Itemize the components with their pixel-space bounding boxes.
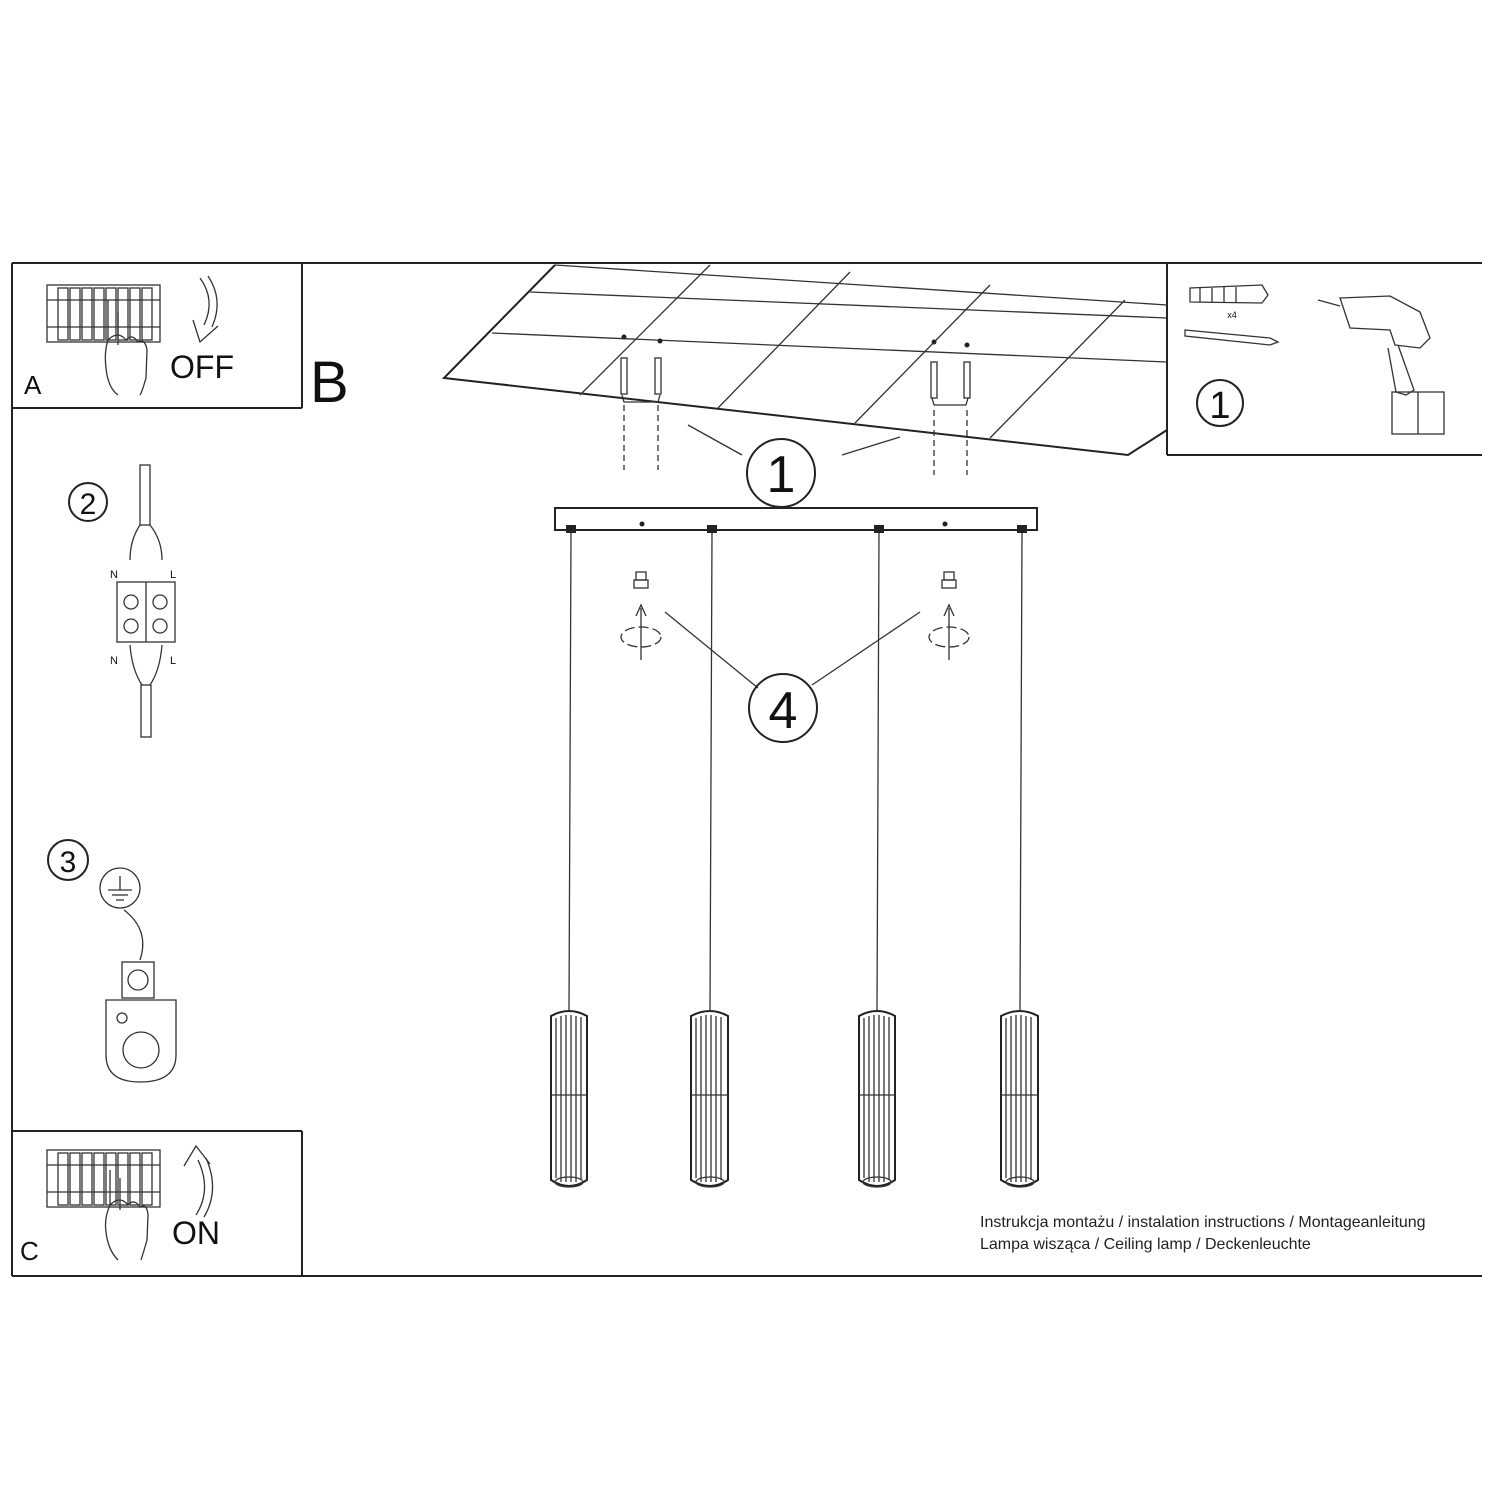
panel-c: ON C [20, 1144, 220, 1266]
caption-title: Instrukcja montażu / instalation instruc… [980, 1214, 1426, 1231]
ground-clamp-icon [105, 961, 177, 1083]
panel-c-letter: C [20, 1236, 39, 1266]
ground-symbol-icon [99, 867, 141, 909]
step-2-number: 2 [80, 488, 97, 521]
wire-neutral-bottom: N [110, 655, 118, 667]
step-1-number: 1 [767, 446, 796, 504]
pendant-lamp [550, 525, 588, 1188]
hand-icon [104, 300, 148, 396]
anchor-quantity: x4 [1227, 310, 1237, 320]
caption-subtitle: Lampa wisząca / Ceiling lamp / Deckenleu… [980, 1236, 1311, 1253]
step-1-tools-number: 1 [1209, 385, 1230, 427]
step-2-wiring: 2 N L N L [68, 464, 176, 738]
pendant-lamp [690, 525, 729, 1188]
switch-down-arrow-icon [192, 275, 219, 344]
frame [11, 262, 1482, 1277]
switch-up-arrow-icon [183, 1144, 214, 1218]
wall-anchor-icon [1189, 284, 1269, 304]
breaker-panel-icon [46, 284, 161, 343]
panel-b-letter: B [310, 350, 349, 415]
screw-icon [1184, 329, 1280, 346]
pendant-lamp [1000, 525, 1039, 1188]
drill-icon [1317, 295, 1445, 435]
panel-a-action-label: OFF [170, 349, 234, 385]
wire-live-bottom: L [170, 655, 176, 667]
pendant-lamps [550, 525, 1039, 1188]
step-3-number: 3 [60, 846, 77, 879]
panel-c-action-label: ON [172, 1215, 220, 1251]
hand-icon-on [104, 1170, 149, 1261]
tools-box: x4 1 [1184, 284, 1445, 435]
step-4-callout: 4 [664, 611, 921, 743]
panel-a-letter: A [24, 370, 42, 400]
terminal-block-icon [116, 581, 176, 643]
step-4-number: 4 [769, 682, 798, 740]
wire-neutral-top: N [110, 569, 118, 581]
instructions-caption: Instrukcja montażu / instalation instruc… [980, 1212, 1426, 1256]
breaker-panel-icon-on [46, 1149, 161, 1208]
mounting-bolts [620, 571, 970, 660]
canopy-bar [554, 507, 1038, 531]
pendant-lamp [858, 525, 896, 1188]
step-1-callout: 1 [687, 424, 901, 508]
panel-a: OFF A [24, 275, 234, 400]
ceiling-mounting-screws [620, 334, 971, 475]
ceiling-grid [441, 264, 1168, 457]
wire-live-top: L [170, 569, 176, 581]
step-3-ground: 3 [47, 839, 177, 1083]
